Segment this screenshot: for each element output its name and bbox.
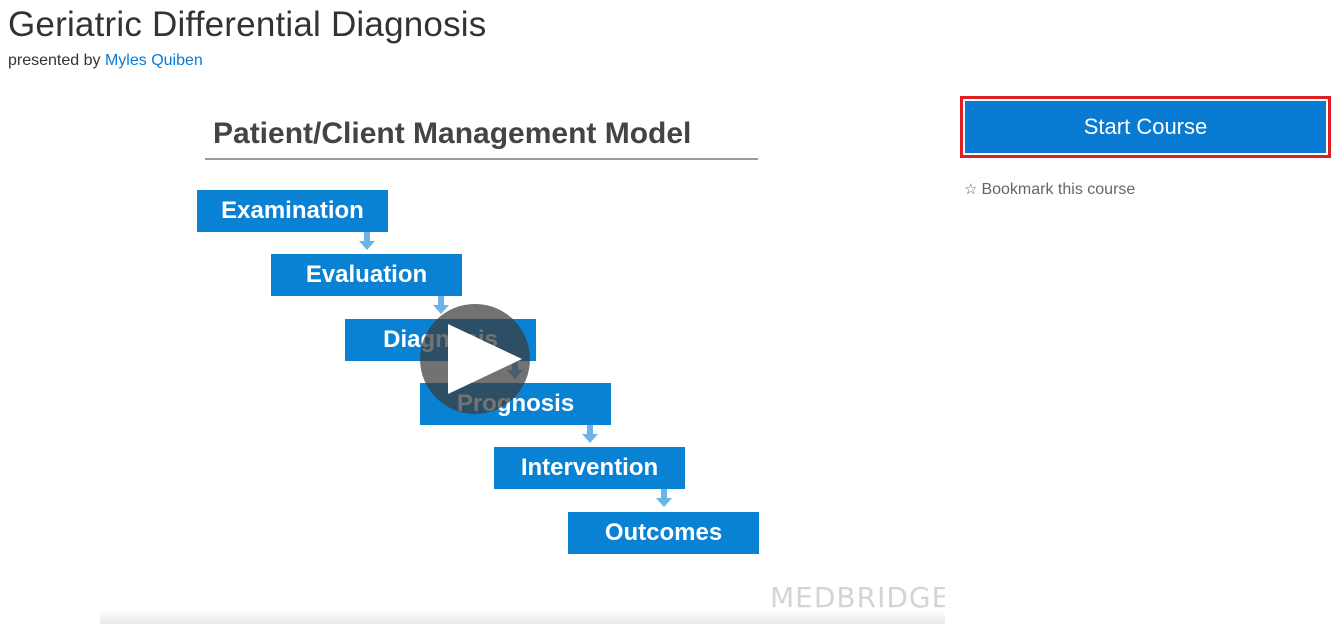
bookmark-course-link[interactable]: ☆Bookmark this course bbox=[964, 180, 1135, 199]
arrow-down-icon bbox=[656, 489, 672, 507]
medbridge-watermark: MEDBRIDGE bbox=[770, 581, 945, 614]
arrow-down-icon bbox=[433, 296, 449, 314]
course-header: Geriatric Differential Diagnosis present… bbox=[8, 5, 486, 71]
slide-title: Patient/Client Management Model bbox=[213, 117, 692, 150]
presenter-line: presented by Myles Quiben bbox=[8, 51, 486, 71]
play-button[interactable] bbox=[420, 304, 530, 414]
video-bottom-shade bbox=[100, 610, 945, 624]
step-intervention: Intervention bbox=[494, 447, 685, 489]
step-examination: Examination bbox=[197, 190, 388, 232]
course-title: Geriatric Differential Diagnosis bbox=[8, 5, 487, 44]
step-evaluation: Evaluation bbox=[271, 254, 462, 296]
course-video-player[interactable]: Patient/Client Management Model Examinat… bbox=[100, 92, 945, 624]
start-course-highlight: Start Course bbox=[960, 96, 1331, 158]
bookmark-label: Bookmark this course bbox=[981, 181, 1136, 198]
slide-title-underline bbox=[205, 158, 758, 160]
presented-by-label: presented by bbox=[8, 52, 101, 69]
step-outcomes: Outcomes bbox=[568, 512, 759, 554]
arrow-down-icon bbox=[582, 425, 598, 443]
start-course-button[interactable]: Start Course bbox=[965, 101, 1326, 153]
arrow-down-icon bbox=[359, 232, 375, 250]
play-icon bbox=[448, 324, 522, 394]
presenter-link[interactable]: Myles Quiben bbox=[104, 52, 203, 69]
star-icon: ☆ bbox=[964, 181, 978, 198]
